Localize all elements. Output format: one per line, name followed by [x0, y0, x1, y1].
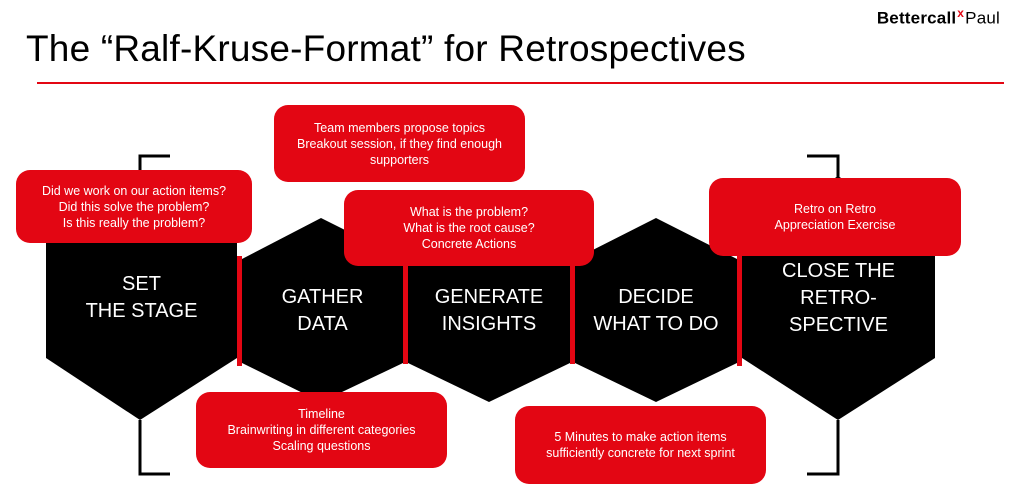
note-line: Concrete Actions: [421, 237, 517, 251]
note-line: Retro on Retro: [794, 202, 876, 216]
note-line: Is this really the problem?: [62, 215, 206, 230]
note-generate-insights: What is the problem? What is the root ca…: [344, 190, 594, 266]
note-line: Scaling questions: [272, 439, 371, 453]
note-propose-topics: Team members propose topics Breakout ses…: [274, 105, 525, 182]
note-line: Did this solve the problem?: [58, 199, 210, 214]
brand-part2: Paul: [965, 8, 1000, 28]
separator-1: [237, 256, 242, 366]
separator-3: [570, 260, 575, 364]
note-line: Brainwriting in different categories: [227, 423, 416, 437]
note-line: 5 Minutes to make action items: [554, 430, 727, 444]
note-line: sufficiently concrete for next sprint: [546, 446, 735, 460]
note-line: supporters: [369, 152, 430, 167]
phase-set-the-stage-label: SET THE STAGE: [85, 273, 198, 322]
note-line: Timeline: [298, 407, 345, 421]
phase-decide-what-to-do-label: DECIDE WHAT TO DO: [593, 286, 719, 335]
title-divider: [37, 82, 1004, 84]
note-line: What is the root cause?: [403, 221, 535, 235]
separator-4: [737, 256, 742, 366]
note-close-retrospective: Retro on Retro Appreciation Exercise: [709, 178, 961, 256]
note-line: Team members propose topics: [314, 120, 485, 135]
phase-gather-data-label: GATHER DATA: [281, 286, 364, 335]
note-line: Did we work on our action items?: [41, 183, 227, 198]
note-decide-what-to-do: 5 Minutes to make action items sufficien…: [515, 406, 766, 484]
separator-2: [403, 260, 408, 364]
phase-close-the-retrospective-label: CLOSE THE RETRO- SPECTIVE: [782, 259, 895, 336]
bracket-right-top: [807, 154, 840, 180]
note-set-the-stage: Did we work on our action items? Did thi…: [16, 170, 252, 243]
note-line: What is the problem?: [409, 205, 529, 219]
bracket-left-bottom: [138, 420, 170, 476]
note-line: Appreciation Exercise: [774, 218, 896, 232]
note-line: Breakout session, if they find enough: [297, 136, 502, 151]
bracket-left-top: [138, 154, 170, 172]
phase-generate-insights-label: GENERATE INSIGHTS: [434, 286, 544, 335]
bracket-right-bottom: [807, 420, 840, 476]
brand-part1: Bettercall: [876, 8, 957, 28]
note-gather-data: Timeline Brainwriting in different categ…: [196, 392, 447, 468]
page-title: The “Ralf-Kruse-Format” for Retrospectiv…: [26, 28, 746, 69]
brand-logo: BettercallxPaul: [877, 6, 1000, 29]
hexagon-decide-what-to-do: [575, 218, 737, 402]
brand-x: x: [957, 6, 965, 20]
